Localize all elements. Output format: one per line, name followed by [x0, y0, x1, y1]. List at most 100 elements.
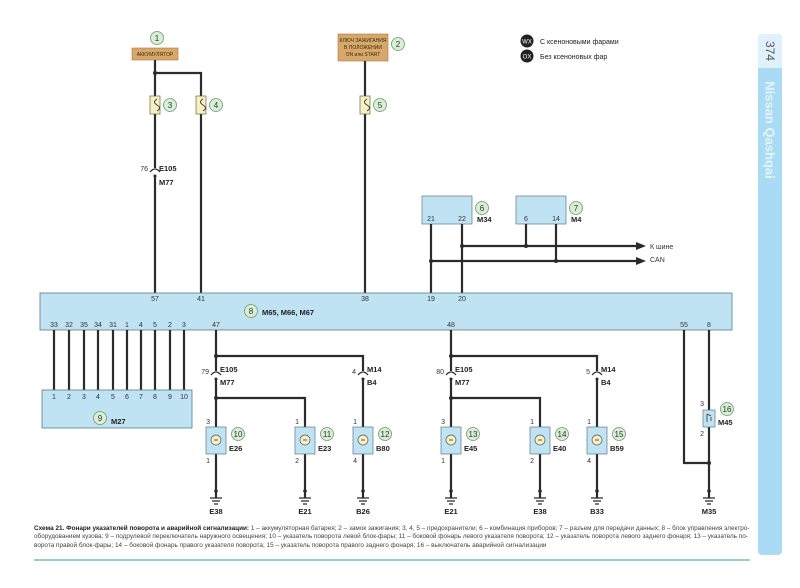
- legend-text: С ксеноновыми фарами: [540, 39, 619, 46]
- connector-pin-number: 80: [436, 369, 444, 376]
- connector-gap: [592, 371, 602, 379]
- connector-gap: [211, 371, 221, 379]
- pin-label: 3: [82, 394, 86, 401]
- ox-badge-icon: [520, 49, 534, 63]
- junction-dot: [214, 354, 218, 358]
- ref-number: 7: [574, 204, 579, 213]
- ground: E38: [209, 489, 223, 516]
- ref-number: 13: [469, 430, 478, 439]
- pin-label: 20: [458, 296, 466, 303]
- connector-pin: [449, 377, 453, 381]
- connector-top-label: E105: [159, 164, 177, 173]
- pin-label: 3: [182, 322, 186, 329]
- pin-label: 2: [67, 394, 71, 401]
- pin-label: 8: [153, 394, 157, 401]
- pin-label: 7: [139, 394, 143, 401]
- ground: M35: [702, 489, 716, 516]
- caption-title: Схема 21. Фонари указателей поворота и а…: [34, 525, 250, 532]
- top-wires: [153, 60, 367, 293]
- ref-circle: [231, 427, 245, 441]
- ref-number: 14: [558, 430, 567, 439]
- connector-top-label: E105: [455, 365, 473, 374]
- pin-label: 1: [587, 419, 591, 426]
- legend-text: Без ксеноновых фар: [540, 54, 607, 61]
- battery-label: АККУМУЛЯТОР: [137, 52, 174, 58]
- connector-pin: [153, 174, 157, 178]
- connector-bottom-label: B4: [367, 378, 377, 387]
- pin-label: 48: [447, 322, 455, 329]
- data-link-connector: 6 14 7 M4: [515, 195, 583, 225]
- ref-number: 5: [378, 101, 383, 110]
- pin-label: 2: [168, 322, 172, 329]
- battery: 1 АККУМУЛЯТОР: [131, 31, 179, 61]
- pin-label: 2: [295, 458, 299, 465]
- pin-label: 22: [458, 216, 466, 223]
- connector-pin-number: 76: [140, 166, 148, 173]
- ground-label: E21: [444, 507, 457, 516]
- junction-dot: [524, 244, 528, 248]
- connector-bottom-label: M77: [159, 178, 174, 187]
- pin-label: 31: [109, 322, 117, 329]
- connector-label: E23: [318, 444, 331, 453]
- ref-number: 3: [168, 101, 173, 110]
- ref-number: 8: [249, 307, 254, 316]
- fuse-body: [359, 95, 371, 115]
- connector-label: M45: [718, 418, 733, 427]
- dlc-box: [515, 195, 567, 225]
- pin-label: 3: [441, 419, 445, 426]
- connector-top-label: M14: [601, 365, 616, 374]
- ground-label: B33: [590, 507, 604, 516]
- ground-icon: [591, 497, 603, 505]
- ground-label: E38: [209, 507, 222, 516]
- fuse-icon: [154, 98, 160, 112]
- pin-label: 1: [353, 419, 357, 426]
- pin-label: 33: [50, 322, 58, 329]
- connector-pin: [214, 377, 218, 381]
- ref-number: 6: [480, 204, 485, 213]
- ref-circle: [466, 427, 480, 441]
- connector-label: B59: [610, 444, 624, 453]
- pin-label: 21: [427, 216, 435, 223]
- brand-tab: Nissan Qashqai: [758, 70, 782, 190]
- can-bus-wires: К шине CAN: [429, 224, 673, 293]
- arrow-icon: [636, 242, 646, 250]
- pin-label: 2: [700, 431, 704, 438]
- ref-circle: [475, 201, 489, 215]
- fuse-4: 4: [195, 95, 223, 115]
- ref-number: 2: [396, 40, 401, 49]
- fuse-body: [195, 95, 207, 115]
- ground-icon: [299, 497, 311, 505]
- junction-dot: [554, 259, 558, 263]
- m27-wires: [52, 330, 186, 390]
- inline-connectors: 79 E105 M77 4 M14 B4 80 E105 M77 5 M14 B…: [201, 365, 616, 387]
- legend: WX С ксеноновыми фарами OX Без ксеноновы…: [520, 34, 619, 63]
- bcm-box: [39, 292, 733, 331]
- pin-label: 3: [206, 419, 210, 426]
- fuse-5: 5: [359, 95, 387, 115]
- pin-label: 10: [180, 394, 188, 401]
- pin-label: 1: [295, 419, 299, 426]
- junction-dot: [429, 259, 433, 263]
- switch-box: [702, 409, 716, 428]
- ref-circle: [150, 31, 164, 45]
- connector-label: E40: [553, 444, 566, 453]
- pin-label: 3: [700, 401, 704, 408]
- page-number: 374: [758, 34, 782, 68]
- m27-box: [41, 389, 193, 429]
- side-tab: [758, 34, 782, 555]
- connector-pin: [595, 377, 599, 381]
- connector-m14-b4-left: 4 M14 B4: [352, 365, 382, 387]
- pin-label: 34: [94, 322, 102, 329]
- connector-bottom-label: B4: [601, 378, 611, 387]
- ref-circle: [391, 37, 405, 51]
- ignition-switch: КЛЮЧ ЗАЖИГАНИЯ В ПОЛОЖЕНИИ ON или START …: [337, 33, 405, 62]
- arrow-icon: [636, 257, 646, 265]
- connector-pin-number: 79: [201, 369, 209, 376]
